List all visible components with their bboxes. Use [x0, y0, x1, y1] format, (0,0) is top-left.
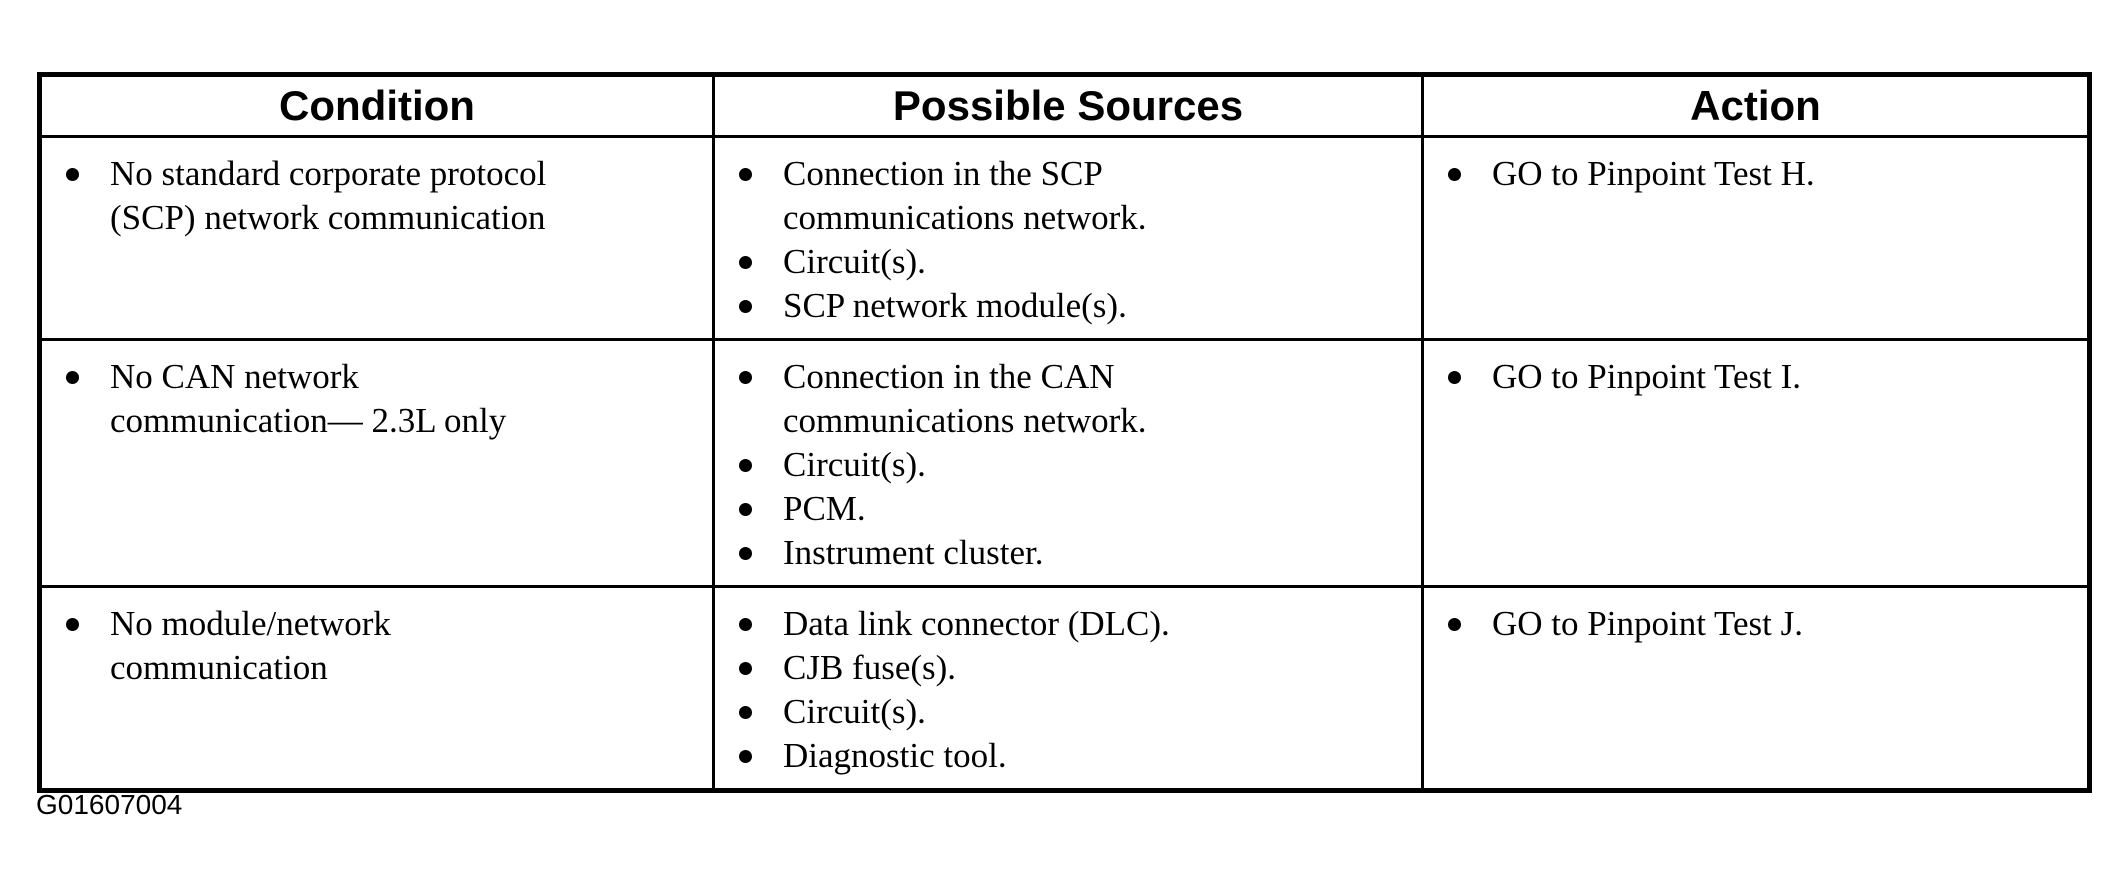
- possible-sources-cell: Connection in the SCP communications net…: [712, 135, 1424, 341]
- action-cell: GO to Pinpoint Test H.: [1421, 135, 2091, 341]
- list-item: No standard corporate protocol (SCP) net…: [42, 152, 580, 240]
- table-row: No module/network communication Data lin…: [38, 585, 2091, 792]
- list-item: No module/network communication: [42, 602, 580, 690]
- list-item: GO to Pinpoint Test J.: [1424, 602, 2077, 646]
- action-cell: GO to Pinpoint Test J.: [1421, 585, 2091, 792]
- list-item: Connection in the CAN communications net…: [715, 355, 1303, 443]
- possible-sources-list: Data link connector (DLC). CJB fuse(s). …: [715, 588, 1421, 788]
- action-list: GO to Pinpoint Test H.: [1424, 138, 2087, 206]
- condition-list: No standard corporate protocol (SCP) net…: [42, 138, 712, 250]
- list-item: PCM.: [715, 487, 1303, 531]
- possible-sources-cell: Connection in the CAN communications net…: [712, 338, 1424, 588]
- condition-cell: No module/network communication: [38, 585, 715, 792]
- condition-list: No CAN network communication— 2.3L only: [42, 341, 712, 453]
- list-item: Circuit(s).: [715, 240, 1303, 284]
- list-item: Diagnostic tool.: [715, 734, 1303, 778]
- table-row: No standard corporate protocol (SCP) net…: [38, 135, 2091, 341]
- list-item: Circuit(s).: [715, 690, 1303, 734]
- column-header-action: Action: [1421, 73, 2091, 138]
- action-cell: GO to Pinpoint Test I.: [1421, 338, 2091, 588]
- list-item: GO to Pinpoint Test I.: [1424, 355, 2077, 399]
- list-item: Connection in the SCP communications net…: [715, 152, 1303, 240]
- list-item: CJB fuse(s).: [715, 646, 1303, 690]
- column-header-condition: Condition: [38, 73, 715, 138]
- action-list: GO to Pinpoint Test J.: [1424, 588, 2087, 656]
- diagnostic-table: Condition Possible Sources Action No sta…: [37, 72, 2092, 793]
- condition-cell: No CAN network communication— 2.3L only: [38, 338, 715, 588]
- condition-cell: No standard corporate protocol (SCP) net…: [38, 135, 715, 341]
- column-header-possible-sources: Possible Sources: [712, 73, 1424, 138]
- possible-sources-list: Connection in the SCP communications net…: [715, 138, 1421, 338]
- list-item: No CAN network communication— 2.3L only: [42, 355, 580, 443]
- list-item: Data link connector (DLC).: [715, 602, 1303, 646]
- possible-sources-list: Connection in the CAN communications net…: [715, 341, 1421, 585]
- possible-sources-cell: Data link connector (DLC). CJB fuse(s). …: [712, 585, 1424, 792]
- figure-id-label: G01607004: [36, 789, 183, 820]
- list-item: SCP network module(s).: [715, 284, 1303, 328]
- list-item: Instrument cluster.: [715, 531, 1303, 575]
- table-header-row: Condition Possible Sources Action: [38, 73, 2091, 138]
- table-row: No CAN network communication— 2.3L only …: [38, 338, 2091, 588]
- list-item: Circuit(s).: [715, 443, 1303, 487]
- action-list: GO to Pinpoint Test I.: [1424, 341, 2087, 409]
- list-item: GO to Pinpoint Test H.: [1424, 152, 2077, 196]
- condition-list: No module/network communication: [42, 588, 712, 700]
